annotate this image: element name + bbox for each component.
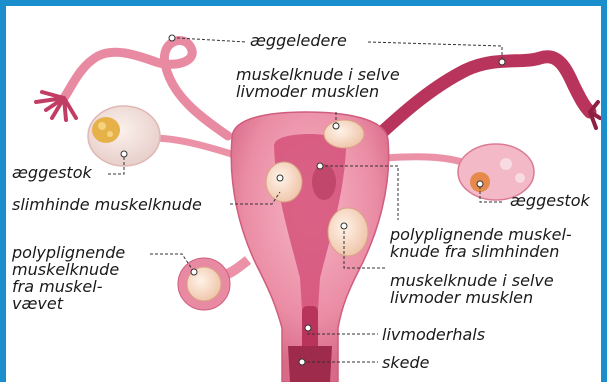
right-fallopian-tube — [378, 57, 600, 136]
label-cervix: livmoderhals — [382, 326, 485, 343]
left-ovarian-ligament — [152, 138, 238, 156]
label-pedunculated-muscle: polyplignende muskelknude fra muskel- væ… — [12, 244, 125, 312]
fibroid-submucosal — [266, 162, 302, 202]
label-fallopian-tubes: æggeledere — [250, 32, 347, 49]
fibroid-right — [328, 208, 368, 256]
vagina — [288, 346, 332, 382]
label-ovary-left: æggestok — [12, 164, 92, 181]
label-submucosal: slimhinde muskelknude — [12, 196, 202, 213]
polyp-mucosal — [312, 164, 336, 200]
label-intramural-right: muskelknude i selve livmoder musklen — [390, 272, 554, 306]
label-polyp-mucosa: polyplignende muskel- knude fra slimhind… — [390, 226, 572, 260]
fibroid-top — [324, 120, 364, 148]
label-ovary-right: æggestok — [510, 192, 590, 209]
right-ovarian-ligament — [386, 157, 462, 162]
diagram-panel: æggeledere muskelknude i selve livmoder … — [6, 6, 601, 382]
label-intramural-top: muskelknude i selve livmoder musklen — [236, 66, 400, 100]
label-vagina: skede — [382, 354, 429, 371]
